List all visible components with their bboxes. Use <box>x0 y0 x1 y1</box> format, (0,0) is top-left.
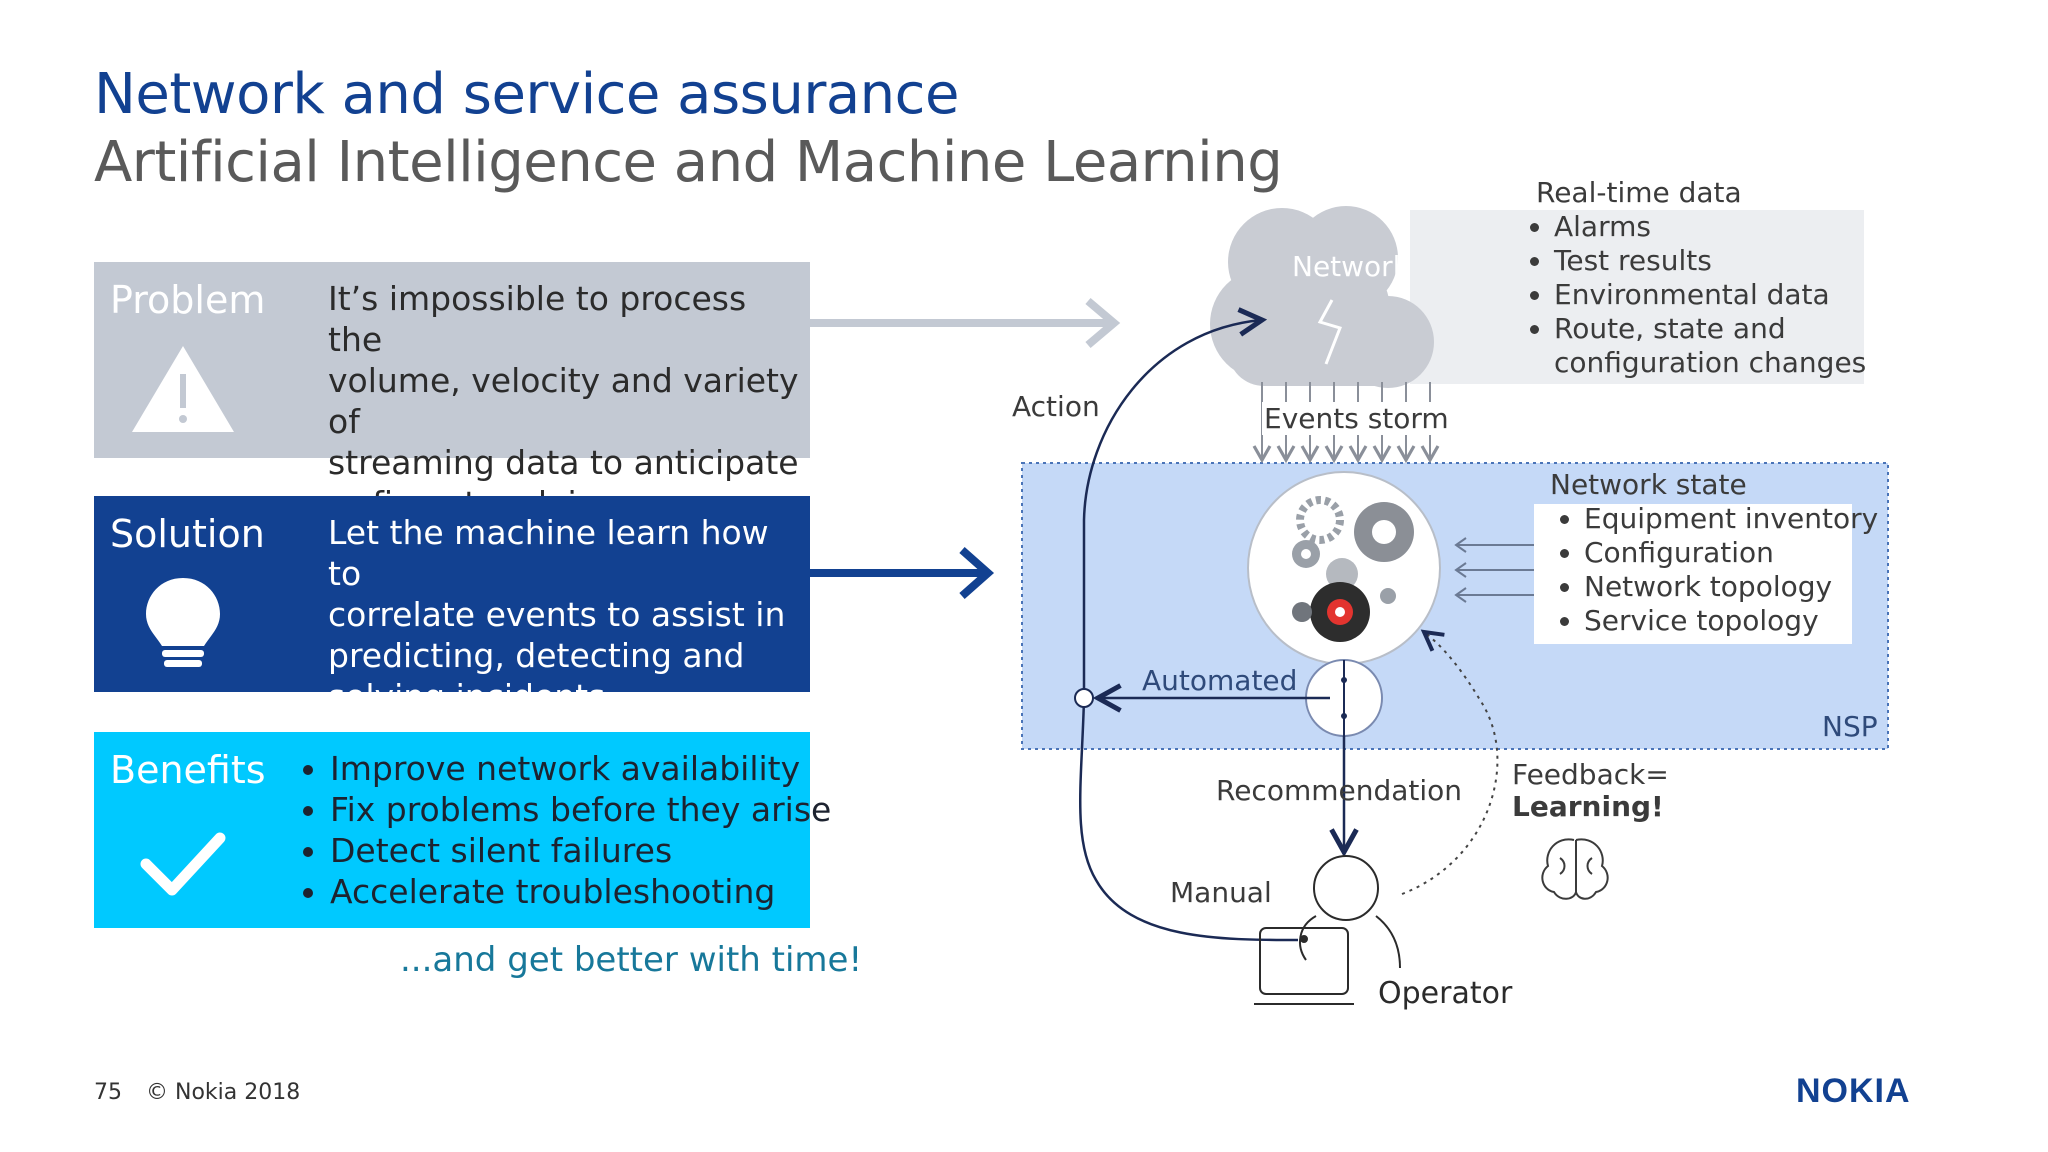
network-state-item: Configuration <box>1584 536 1878 570</box>
page-number: 75 <box>94 1080 122 1105</box>
network-state-arrows <box>1454 537 1534 603</box>
problem-line: streaming data to anticipate <box>328 443 799 482</box>
solution-heading: Solution <box>110 512 265 556</box>
solution-line: solving incidents <box>328 677 606 716</box>
action-loop-arrow <box>1079 320 1299 942</box>
benefit-item: Detect silent failures <box>330 830 831 871</box>
realtime-item: Test results <box>1554 244 1866 278</box>
solution-line: Let the machine learn how to <box>328 513 769 593</box>
realtime-data-list: Real-time data Alarms Test results Envir… <box>1536 176 1866 380</box>
tagline: ...and get better with time! <box>400 940 863 980</box>
network-state-list: Network state Equipment inventory Config… <box>1550 468 1878 638</box>
ai-gears-icon <box>1247 471 1441 665</box>
copyright: © Nokia 2018 <box>146 1080 301 1105</box>
solution-panel: Solution Let the machine learn how to co… <box>94 496 810 716</box>
network-cloud-icon <box>1210 206 1434 388</box>
benefit-item: Improve network availability <box>330 748 831 789</box>
learning-label: Learning! <box>1512 790 1664 823</box>
operator-label: Operator <box>1378 976 1513 1011</box>
solution-line: correlate events to assist in <box>328 595 786 634</box>
benefits-heading: Benefits <box>110 748 266 792</box>
problem-heading: Problem <box>110 278 266 322</box>
network-state-item: Equipment inventory <box>1584 502 1878 536</box>
realtime-data-box <box>1410 210 1864 384</box>
realtime-item: Environmental data <box>1554 278 1866 312</box>
realtime-item: Alarms <box>1554 210 1866 244</box>
cloud-label: Network <box>1292 250 1409 283</box>
network-state-heading: Network state <box>1550 468 1747 501</box>
problem-arrow <box>810 297 1121 349</box>
checkmark-icon <box>140 832 226 896</box>
automated-label: Automated <box>1142 664 1298 697</box>
nsp-label: NSP <box>1822 710 1878 743</box>
benefit-item: Accelerate troubleshooting <box>330 871 831 912</box>
feedback-label: Feedback= <box>1512 758 1669 791</box>
network-state-item: Network topology <box>1584 570 1878 604</box>
solution-arrow <box>810 547 995 599</box>
realtime-heading: Real-time data <box>1536 176 1742 209</box>
manual-label: Manual <box>1170 876 1272 909</box>
solution-line: predicting, detecting and <box>328 636 745 675</box>
solution-text: Let the machine learn how to correlate e… <box>328 512 810 717</box>
operator-icon <box>1254 855 1401 1005</box>
benefit-item: Fix problems before they arise <box>330 789 831 830</box>
problem-panel: Problem It’s impossible to process the v… <box>94 262 810 523</box>
lightbulb-icon <box>146 578 220 667</box>
feedback-arrow <box>1401 632 1499 895</box>
brain-icon <box>1541 838 1609 900</box>
warning-icon <box>132 346 234 432</box>
page-subtitle: Artificial Intelligence and Machine Lear… <box>94 130 1283 195</box>
benefits-panel: Benefits Improve network availability Fi… <box>94 732 831 928</box>
problem-line: volume, velocity and variety of <box>328 361 799 441</box>
events-storm-label: Events storm <box>1262 402 1451 435</box>
recommendation-label: Recommendation <box>1216 774 1463 807</box>
network-state-item: Service topology <box>1584 604 1878 638</box>
problem-line: It’s impossible to process the <box>328 279 747 359</box>
network-state-box <box>1534 504 1852 644</box>
junction-node <box>1074 688 1094 708</box>
action-label: Action <box>1012 390 1100 423</box>
nokia-logo: NOKIA <box>1796 1072 1911 1110</box>
realtime-item: configuration changes <box>1554 346 1867 379</box>
benefits-list: Improve network availability Fix problem… <box>298 748 831 912</box>
realtime-item: Route, state and <box>1554 312 1866 346</box>
page-title: Network and service assurance <box>94 62 959 127</box>
